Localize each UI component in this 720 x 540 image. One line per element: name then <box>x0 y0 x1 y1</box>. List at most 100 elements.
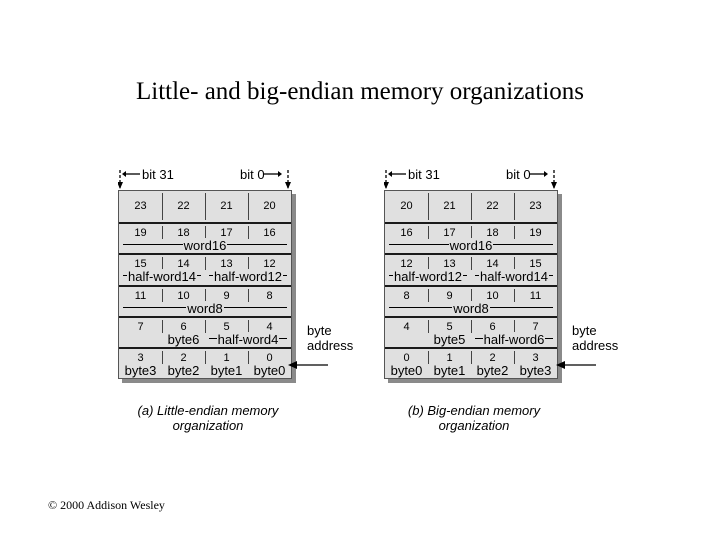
byte-divider <box>471 351 472 364</box>
byte-number: 21 <box>443 200 456 212</box>
byte-divider <box>205 351 206 364</box>
byte-address-line-1: byte <box>572 323 597 338</box>
byte-divider <box>514 226 515 240</box>
byte-address-arrow-right <box>556 361 596 369</box>
byte-number: 2 <box>180 352 187 364</box>
byte-divider <box>471 193 472 220</box>
byte-divider <box>428 288 429 302</box>
slide-title: Little- and big-endian memory organizati… <box>135 78 585 105</box>
byte-address-label-right: byte address <box>572 323 618 353</box>
byte-number: 23 <box>529 200 542 212</box>
byte-number: 15 <box>529 258 542 271</box>
byte-divider <box>428 319 429 333</box>
byte-number: 14 <box>177 258 190 271</box>
byte-divider <box>514 288 515 302</box>
byte-divider <box>205 257 206 271</box>
byte-number: 3 <box>532 352 539 364</box>
byte-number: 20 <box>400 200 413 212</box>
byte-number: 12 <box>263 258 276 271</box>
byte-number: 21 <box>220 200 233 212</box>
byte-divider <box>205 319 206 333</box>
byte-divider <box>162 319 163 333</box>
bit-31-label: bit 31 <box>408 167 440 182</box>
byte-number: 22 <box>486 200 499 212</box>
byte-number: 22 <box>177 200 190 212</box>
byte-number: 6 <box>489 320 496 333</box>
byte-divider <box>205 288 206 302</box>
caption: (b) Big-endian memory organization <box>344 403 604 433</box>
byte-number: 18 <box>486 227 499 240</box>
byte-number: 17 <box>443 227 456 240</box>
byte-number: 4 <box>266 320 273 333</box>
byte-number: 9 <box>446 289 453 302</box>
byte-address-arrow-left <box>288 361 328 369</box>
unit-label: half-word12 <box>213 269 283 285</box>
byte-divider <box>514 351 515 364</box>
byte-address-line-1: byte <box>307 323 332 338</box>
byte-number: 7 <box>137 320 144 333</box>
byte-number: 12 <box>400 258 413 271</box>
unit-label: byte3 <box>518 363 553 378</box>
bit-31-label: bit 31 <box>142 167 174 182</box>
byte-divider <box>162 351 163 364</box>
byte-address-label-left: byte address <box>307 323 353 353</box>
byte-number: 20 <box>263 200 276 212</box>
byte-divider <box>248 351 249 364</box>
unit-label: byte3 <box>123 363 158 378</box>
bit-0-label: bit 0 <box>240 167 265 182</box>
byte-number: 11 <box>134 289 147 302</box>
byte-divider <box>428 351 429 364</box>
unit-label: word16 <box>448 238 494 254</box>
unit-label: half-word6 <box>482 331 546 347</box>
byte-divider <box>162 193 163 220</box>
byte-divider <box>248 193 249 220</box>
byte-divider <box>205 226 206 240</box>
unit-label: word8 <box>186 300 224 316</box>
caption-line-2: organization <box>438 418 510 433</box>
byte-divider <box>471 319 472 333</box>
unit-label: byte1 <box>209 363 244 378</box>
byte-number: 16 <box>263 227 276 240</box>
byte-number: 19 <box>529 227 542 240</box>
unit-label: byte0 <box>252 363 287 378</box>
unit-label: half-word14 <box>479 269 549 285</box>
byte-number: 11 <box>529 289 542 302</box>
byte-number: 5 <box>446 320 453 333</box>
byte-divider <box>205 193 206 220</box>
byte-divider <box>471 226 472 240</box>
caption-line-1: (b) Big-endian memory <box>407 403 541 418</box>
byte-number: 17 <box>220 227 233 240</box>
unit-label: byte2 <box>166 363 201 378</box>
unit-label: byte0 <box>389 363 424 378</box>
byte-divider <box>248 319 249 333</box>
byte-number: 4 <box>403 320 410 333</box>
byte-divider <box>428 193 429 220</box>
byte-number: 8 <box>266 289 273 302</box>
memory-row: 20 21 22 23 <box>385 191 557 222</box>
unit-label: byte1 <box>432 363 467 378</box>
byte-number: 0 <box>266 352 273 364</box>
byte-divider <box>162 226 163 240</box>
byte-number: 19 <box>134 227 147 240</box>
byte-divider <box>162 257 163 271</box>
byte-number: 2 <box>489 352 496 364</box>
byte-number: 13 <box>443 258 456 271</box>
unit-label: half-word14 <box>127 269 197 285</box>
byte-number: 10 <box>486 289 499 302</box>
byte-number: 0 <box>403 352 410 364</box>
byte-divider <box>248 226 249 240</box>
byte-number: 3 <box>137 352 144 364</box>
byte-divider <box>514 319 515 333</box>
